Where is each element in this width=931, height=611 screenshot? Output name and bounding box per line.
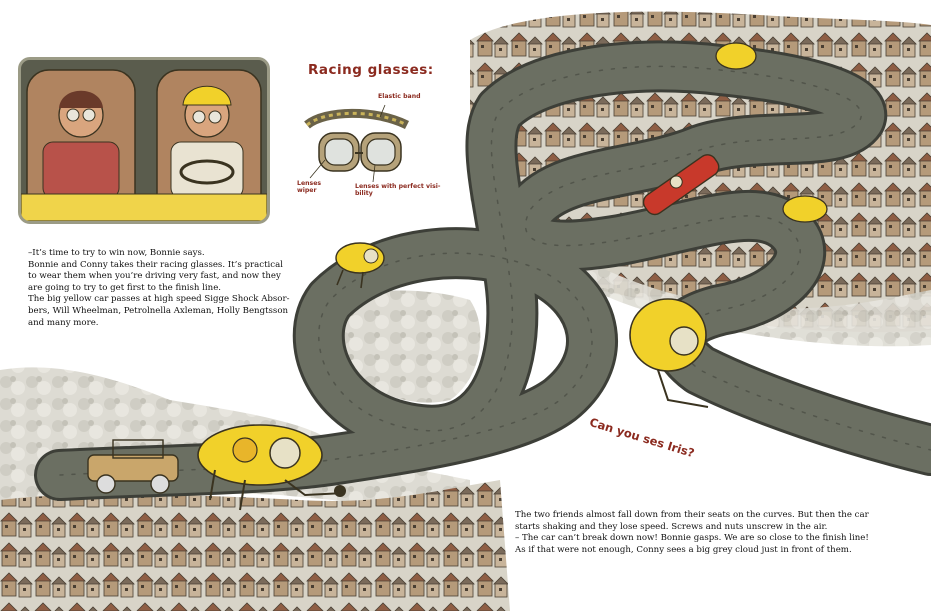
cockpit-illustration — [21, 60, 267, 221]
town-bottom — [0, 480, 510, 611]
cockpit-inset — [18, 57, 270, 224]
story-text-right: The two friends almost fall down from th… — [515, 510, 869, 555]
racing-glasses-title: Racing glasses: — [308, 62, 434, 78]
old-jeep-car — [87, 439, 179, 494]
label-lenses-wiper: Lenses wiper — [297, 180, 322, 194]
yellow-race-car-main — [197, 424, 346, 511]
cloud-loop-center — [340, 290, 481, 403]
racing-glasses-diagram — [304, 104, 410, 183]
yellow-race-car-loop — [335, 242, 385, 289]
red-race-car — [642, 154, 720, 216]
label-elastic-band: Elastic band — [378, 93, 421, 100]
yellow-race-car-far — [782, 195, 828, 223]
yellow-race-car-top — [715, 42, 757, 70]
label-lenses-visibility: Lenses with perfect visi- bility — [355, 183, 441, 197]
race-road — [34, 40, 931, 501]
story-text-left: –It’s time to try to win now, Bonnie say… — [28, 248, 290, 328]
yellow-race-car-right — [629, 298, 709, 408]
